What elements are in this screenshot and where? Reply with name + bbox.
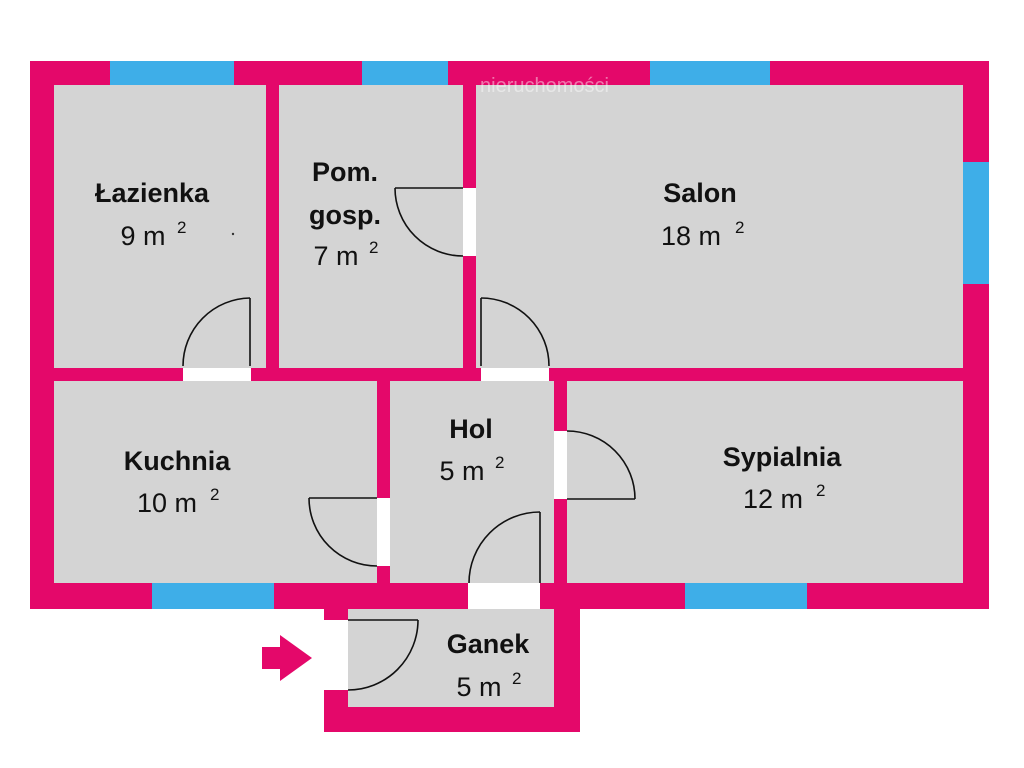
room-name-hol: Hol — [449, 414, 493, 444]
entrance-arrow-icon — [262, 635, 312, 681]
door-opening-kuchnia — [377, 498, 390, 566]
window-sypialnia — [685, 583, 807, 609]
room-area-salon: 18 m — [661, 221, 721, 251]
floor-hol — [390, 381, 554, 583]
room-area-sup-hol: 2 — [495, 453, 504, 472]
room-area-sup-salon: 2 — [735, 218, 744, 237]
room-area-sup-ganek: 2 — [512, 669, 521, 688]
room-name-pom-gosp-line1: Pom. — [312, 157, 378, 187]
door-swing-kuchnia — [308, 497, 378, 567]
window-lazienka — [110, 61, 234, 85]
room-name-salon: Salon — [663, 178, 737, 208]
door-swing-entrance — [347, 619, 419, 691]
floor-ganek — [348, 609, 554, 707]
door-opening-lazienka — [183, 368, 251, 381]
window-salon-top — [650, 61, 770, 85]
door-opening-sypialnia — [554, 431, 567, 499]
room-area-hol: 5 m — [439, 456, 484, 486]
floor-kuchnia — [54, 381, 377, 583]
room-area-sup-sypialnia: 2 — [816, 481, 825, 500]
room-area-sup-lazienka: 2 — [177, 218, 186, 237]
room-name-lazienka: Łazienka — [95, 178, 210, 208]
room-area-lazienka: 9 m — [120, 221, 165, 251]
floor-sypialnia — [567, 381, 963, 583]
door-swing-salon — [480, 297, 550, 367]
window-pom-gosp — [362, 61, 448, 85]
room-area-sypialnia: 12 m — [743, 484, 803, 514]
room-area-sup-kuchnia: 2 — [210, 485, 219, 504]
window-salon-right — [963, 162, 989, 284]
floor-salon — [476, 85, 963, 368]
watermark-text: nieruchomości — [480, 75, 609, 97]
room-area-kuchnia: 10 m — [137, 488, 197, 518]
door-opening-salon — [481, 368, 549, 381]
door-swing-hol — [468, 511, 541, 584]
room-name-pom-gosp-line2: gosp. — [309, 200, 381, 230]
mark-dot — [231, 232, 235, 236]
room-name-ganek: Ganek — [447, 629, 531, 659]
door-swing-sypialnia — [566, 430, 636, 500]
room-area-sup-pom-gosp: 2 — [369, 238, 378, 257]
floor-pom-gosp — [279, 85, 463, 368]
room-name-kuchnia: Kuchnia — [124, 446, 231, 476]
door-opening-pom-gosp — [463, 188, 476, 256]
window-kuchnia — [152, 583, 274, 609]
door-opening-hol — [468, 583, 540, 609]
room-name-sypialnia: Sypialnia — [723, 442, 843, 472]
door-swing-pom-gosp — [394, 187, 464, 257]
door-opening-entrance — [324, 620, 348, 690]
door-swing-lazienka — [182, 297, 251, 367]
room-area-ganek: 5 m — [456, 672, 501, 702]
room-area-pom-gosp: 7 m — [313, 241, 358, 271]
floor-lazienka — [54, 85, 266, 368]
